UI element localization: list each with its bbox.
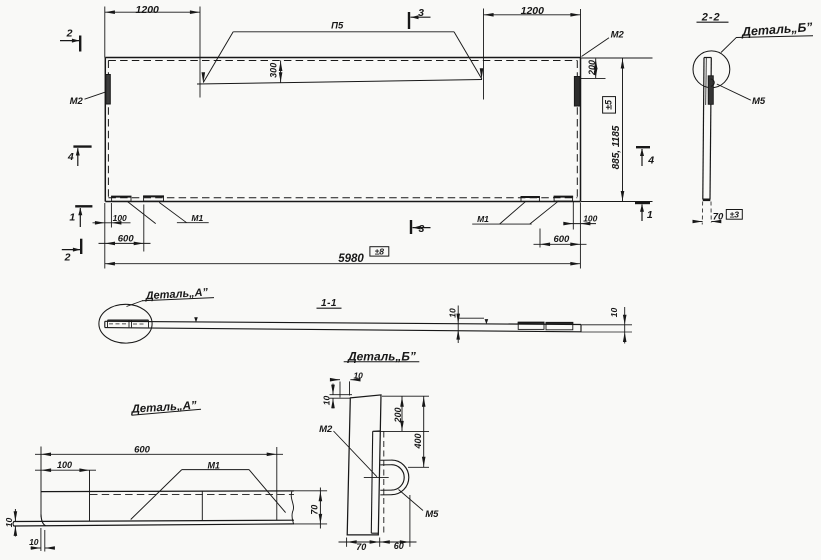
- svg-text:Деталь„Б”: Деталь„Б”: [740, 20, 813, 39]
- svg-text:70: 70: [713, 211, 724, 222]
- svg-text:10: 10: [29, 537, 39, 547]
- svg-text:4: 4: [67, 151, 74, 163]
- svg-text:М2: М2: [319, 424, 333, 435]
- svg-text:±8: ±8: [375, 247, 385, 257]
- svg-text:М5: М5: [425, 509, 439, 520]
- svg-text:Деталь„Б”: Деталь„Б”: [347, 349, 416, 363]
- svg-text:П5: П5: [331, 21, 344, 32]
- svg-text:±3: ±3: [730, 209, 740, 219]
- svg-text:600: 600: [134, 444, 151, 455]
- svg-text:3: 3: [418, 223, 424, 235]
- svg-text:1200: 1200: [136, 4, 160, 16]
- svg-text:100: 100: [57, 460, 72, 470]
- svg-text:400: 400: [413, 433, 423, 449]
- svg-text:70: 70: [356, 542, 366, 552]
- svg-text:10: 10: [609, 308, 619, 318]
- svg-text:2-2: 2-2: [701, 11, 721, 23]
- svg-text:10: 10: [353, 370, 363, 380]
- svg-text:3: 3: [418, 7, 424, 19]
- svg-text:600: 600: [553, 234, 570, 245]
- svg-text:1: 1: [647, 209, 653, 221]
- svg-text:10: 10: [322, 396, 332, 406]
- svg-text:200: 200: [587, 60, 597, 76]
- svg-text:100: 100: [583, 214, 597, 224]
- svg-text:200: 200: [393, 407, 403, 423]
- svg-text:1200: 1200: [521, 5, 545, 17]
- svg-text:±5: ±5: [604, 99, 614, 110]
- svg-text:1: 1: [69, 211, 75, 223]
- svg-text:300: 300: [268, 63, 278, 78]
- svg-text:5980: 5980: [338, 253, 364, 265]
- svg-text:М2: М2: [70, 96, 84, 107]
- svg-text:4: 4: [647, 155, 654, 167]
- svg-text:2: 2: [64, 252, 71, 264]
- svg-text:М1: М1: [191, 213, 203, 223]
- svg-text:М1: М1: [477, 214, 489, 224]
- svg-text:885, 1185: 885, 1185: [611, 125, 622, 169]
- svg-text:100: 100: [113, 213, 127, 223]
- svg-text:600: 600: [118, 233, 135, 244]
- svg-text:10: 10: [4, 518, 14, 528]
- svg-text:70: 70: [310, 505, 320, 515]
- svg-text:М1: М1: [207, 460, 220, 470]
- svg-text:М5: М5: [752, 96, 766, 107]
- svg-text:Деталь„А”: Деталь„А”: [130, 400, 197, 416]
- svg-text:60: 60: [394, 541, 404, 551]
- svg-text:2: 2: [66, 27, 73, 39]
- svg-text:М2: М2: [611, 30, 625, 41]
- svg-text:10: 10: [448, 308, 458, 318]
- svg-text:1-1: 1-1: [321, 298, 337, 309]
